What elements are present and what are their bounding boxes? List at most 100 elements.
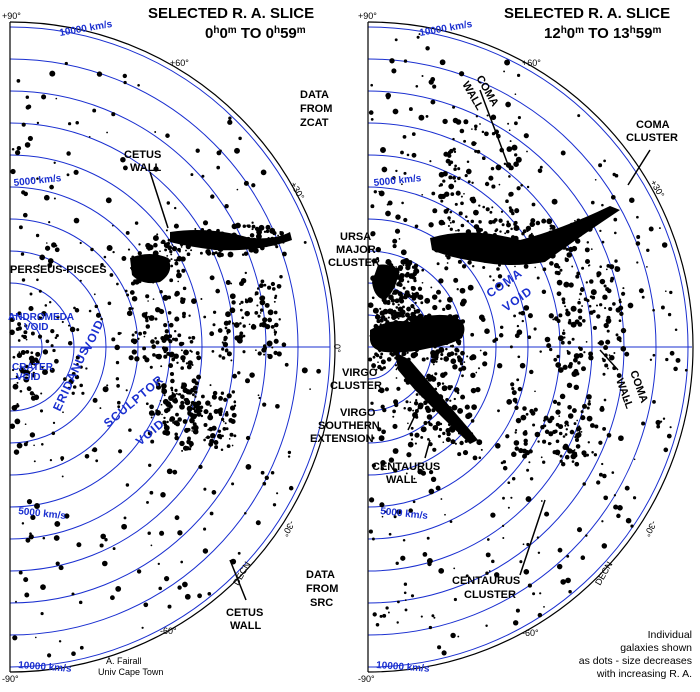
galaxy-dot: [381, 166, 388, 173]
galaxy-dot: [152, 353, 156, 357]
left-andromeda-void-1: ANDROMEDA: [8, 312, 74, 323]
galaxy-dot: [163, 416, 166, 420]
galaxy-dot: [521, 448, 528, 454]
galaxy-dot: [568, 246, 574, 253]
galaxy-dot: [558, 313, 563, 318]
galaxy-dot: [514, 431, 517, 434]
galaxy-dot: [392, 448, 399, 454]
left-title-line1: SELECTED R. A. SLICE: [148, 5, 314, 22]
galaxy-dot: [632, 496, 637, 500]
galaxy-dot: [52, 421, 56, 425]
galaxy-dot: [105, 197, 112, 204]
galaxy-dot: [210, 194, 215, 199]
galaxy-dot: [159, 250, 161, 253]
galaxy-dot: [175, 392, 178, 395]
galaxy-dot: [170, 389, 174, 392]
galaxy-dot: [598, 163, 603, 168]
galaxy-dot: [42, 369, 48, 376]
galaxy-dot: [145, 324, 151, 329]
galaxy-dot: [481, 130, 485, 134]
galaxy-dot: [55, 334, 59, 338]
galaxy-dot: [303, 240, 307, 244]
galaxy-dot: [436, 289, 441, 295]
left-credit-1: A. Fairall: [106, 656, 142, 666]
galaxy-dot: [467, 180, 471, 184]
galaxy-dot: [217, 429, 222, 433]
coma-great-wall-blob: [430, 206, 620, 265]
galaxy-dot: [407, 316, 411, 320]
galaxy-dot: [211, 251, 216, 256]
galaxy-dot: [511, 144, 518, 151]
galaxy-dot: [174, 316, 180, 322]
galaxy-dot: [418, 33, 421, 36]
galaxy-dot: [176, 420, 179, 423]
left-outer-arc: [9, 21, 336, 673]
galaxy-dot: [516, 324, 520, 328]
galaxy-dot: [525, 496, 532, 503]
galaxy-dot: [68, 122, 72, 126]
galaxy-dot: [388, 358, 391, 362]
galaxy-dot: [370, 401, 374, 405]
galaxy-dot: [376, 257, 380, 260]
galaxy-dot: [461, 264, 467, 269]
galaxy-dot: [182, 297, 186, 302]
galaxy-dot: [440, 352, 444, 357]
galaxy-dot: [417, 468, 424, 475]
galaxy-dot: [426, 536, 430, 540]
galaxy-dot: [474, 149, 478, 153]
data-top-3: ZCAT: [300, 117, 329, 129]
galaxy-dot: [596, 480, 601, 485]
galaxy-dot: [440, 193, 446, 199]
galaxy-dot: [262, 402, 267, 407]
galaxy-dot: [71, 651, 76, 657]
galaxy-dot: [161, 387, 165, 392]
galaxy-dot: [167, 321, 170, 323]
galaxy-dot: [138, 243, 141, 246]
galaxy-dot: [120, 156, 126, 163]
galaxy-dot: [505, 229, 510, 234]
galaxy-dot: [577, 300, 581, 305]
galaxy-dot: [445, 427, 451, 434]
galaxy-dot: [544, 429, 550, 435]
galaxy-dot: [177, 585, 182, 590]
galaxy-dot: [568, 282, 574, 288]
galaxy-dot: [594, 424, 599, 429]
left-title-line2: 0h0m TO 0h59m: [205, 25, 306, 42]
galaxy-dot: [400, 296, 404, 300]
galaxy-dot: [171, 391, 174, 394]
galaxy-dot: [71, 372, 76, 376]
galaxy-dot: [458, 71, 465, 77]
galaxy-dot: [575, 444, 581, 449]
galaxy-dot: [606, 264, 611, 268]
galaxy-dot: [368, 497, 375, 503]
galaxy-dot: [275, 245, 279, 249]
galaxy-dot: [579, 292, 582, 296]
galaxy-dot: [509, 345, 513, 349]
galaxy-dot: [203, 315, 207, 319]
galaxy-dot: [249, 372, 255, 378]
galaxy-dot: [9, 316, 15, 323]
galaxy-dot: [221, 347, 225, 351]
galaxy-dot: [529, 477, 534, 481]
galaxy-dot: [565, 247, 569, 251]
galaxy-dot: [251, 228, 254, 231]
galaxy-dot: [560, 579, 567, 585]
galaxy-dot: [276, 492, 279, 495]
galaxy-dot: [412, 409, 415, 412]
galaxy-dot: [461, 365, 467, 371]
galaxy-dot: [463, 119, 469, 125]
galaxy-dot: [406, 452, 412, 458]
galaxy-dot: [517, 355, 521, 359]
galaxy-dot: [586, 415, 593, 422]
galaxy-dot: [53, 535, 60, 541]
galaxy-dot: [19, 367, 24, 373]
galaxy-dot: [104, 538, 108, 542]
galaxy-dot: [543, 419, 546, 422]
galaxy-dot: [568, 318, 572, 322]
galaxy-dot: [170, 264, 174, 268]
galaxy-dot: [489, 210, 493, 214]
galaxy-dot: [616, 373, 622, 379]
galaxy-dot: [578, 315, 583, 320]
galaxy-dot: [35, 360, 40, 365]
galaxy-dot: [145, 402, 149, 406]
